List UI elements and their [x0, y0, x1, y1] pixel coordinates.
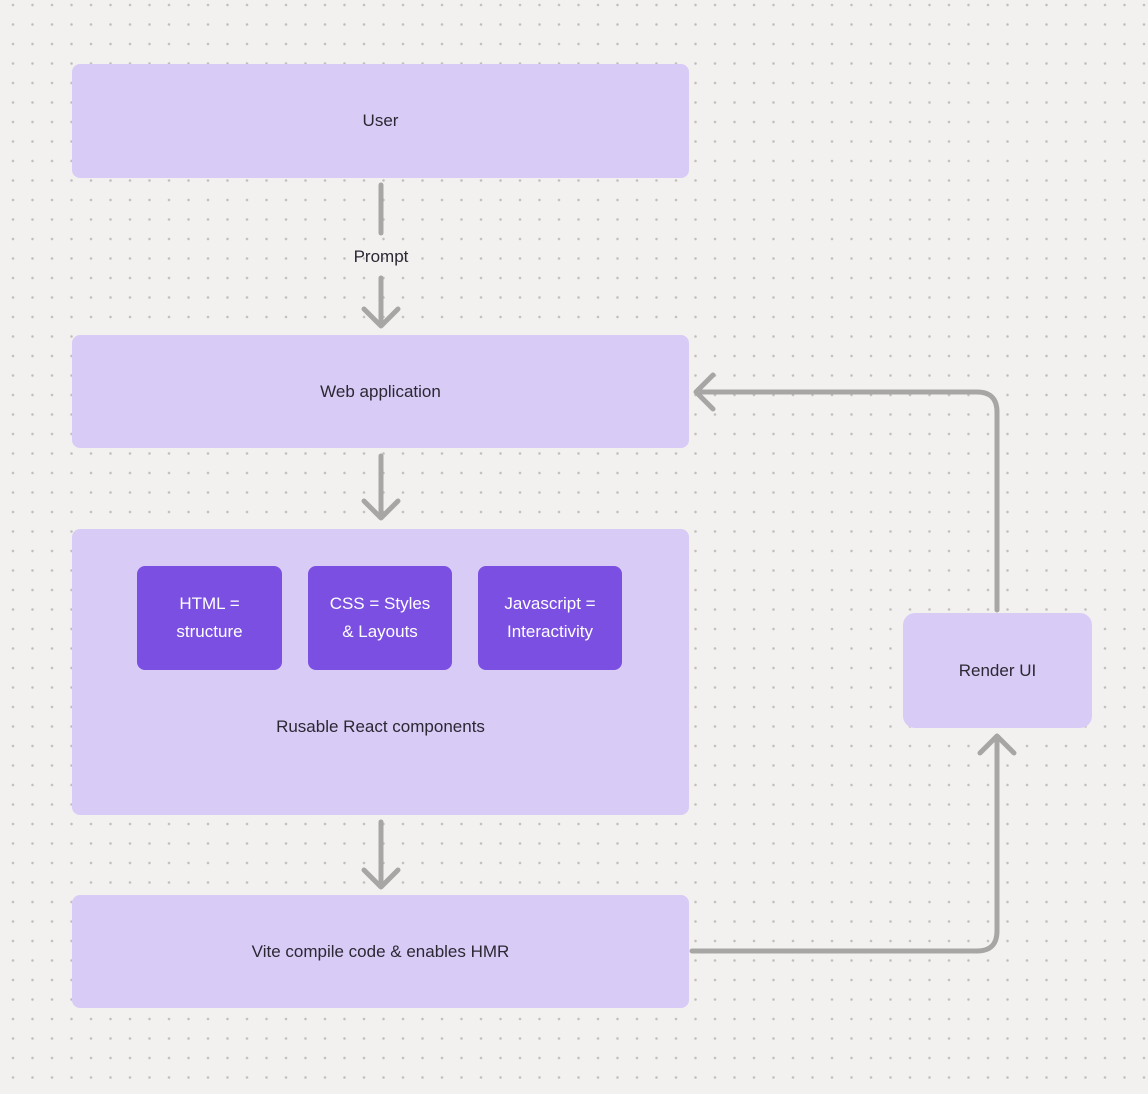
- node-user-label: User: [362, 111, 399, 130]
- edge-renderui-to-webapp: [693, 372, 1000, 613]
- node-vite-compile: Vite compile code & enables HMR: [72, 895, 689, 1008]
- node-css-styles: CSS = Styles & Layouts: [308, 566, 452, 670]
- arrowhead-down-icon: [361, 306, 401, 329]
- arrowhead-up-icon: [977, 733, 1017, 756]
- arrowhead-left-icon: [693, 372, 716, 412]
- arrowhead-down-icon: [361, 867, 401, 890]
- node-html-structure: HTML = structure: [137, 566, 282, 670]
- edge-components-to-vite: [361, 819, 401, 890]
- node-javascript-interactivity-label: Javascript = Interactivity: [504, 594, 596, 641]
- node-vite-compile-label: Vite compile code & enables HMR: [251, 941, 510, 961]
- arrowhead-down-icon: [361, 498, 401, 521]
- node-web-application-label: Web application: [320, 381, 441, 401]
- node-render-ui: Render UI: [903, 613, 1092, 728]
- node-user: User: [72, 64, 689, 178]
- node-render-ui-label: Render UI: [958, 660, 1037, 680]
- node-react-components-group: HTML = structure CSS = Styles & Layouts …: [72, 529, 689, 815]
- edge-vite-to-renderui: [689, 733, 1017, 954]
- components-caption: Rusable React components: [276, 717, 485, 736]
- edge-label-prompt: Prompt: [353, 247, 409, 266]
- node-web-application: Web application: [72, 335, 689, 448]
- edge-webapp-to-components: [361, 453, 401, 521]
- node-css-styles-label: CSS = Styles & Layouts: [329, 594, 431, 641]
- arrow-line: [689, 737, 1000, 954]
- node-html-structure-label: HTML = structure: [176, 594, 243, 641]
- arrow-line: [697, 389, 1000, 613]
- node-javascript-interactivity: Javascript = Interactivity: [478, 566, 622, 670]
